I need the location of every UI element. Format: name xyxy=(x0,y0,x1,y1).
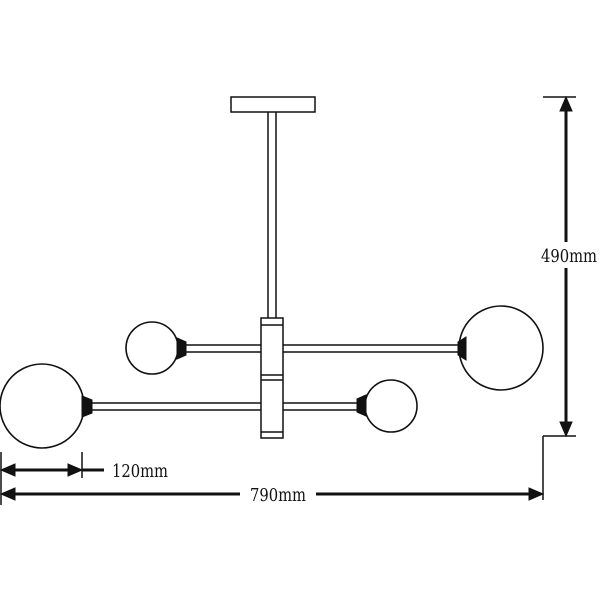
globe-upper-right xyxy=(457,305,544,391)
vertical-stem xyxy=(267,112,277,318)
height-dimension: 490mm xyxy=(541,95,597,438)
ceiling-canopy xyxy=(230,96,316,113)
height-label: 490mm xyxy=(541,246,597,267)
central-hub-body xyxy=(260,317,284,439)
globe-width-dimension: 120mm xyxy=(0,452,168,505)
globe-width-label: 120mm xyxy=(112,461,168,482)
globe-upper-left xyxy=(125,321,187,375)
upper-arm xyxy=(184,344,458,353)
globe-lower-right xyxy=(356,379,418,433)
overall-width-label: 790mm xyxy=(250,485,306,506)
globe-lower-left xyxy=(0,363,93,449)
lower-arm xyxy=(92,402,363,411)
overall-width-dimension: 790mm xyxy=(0,436,545,506)
